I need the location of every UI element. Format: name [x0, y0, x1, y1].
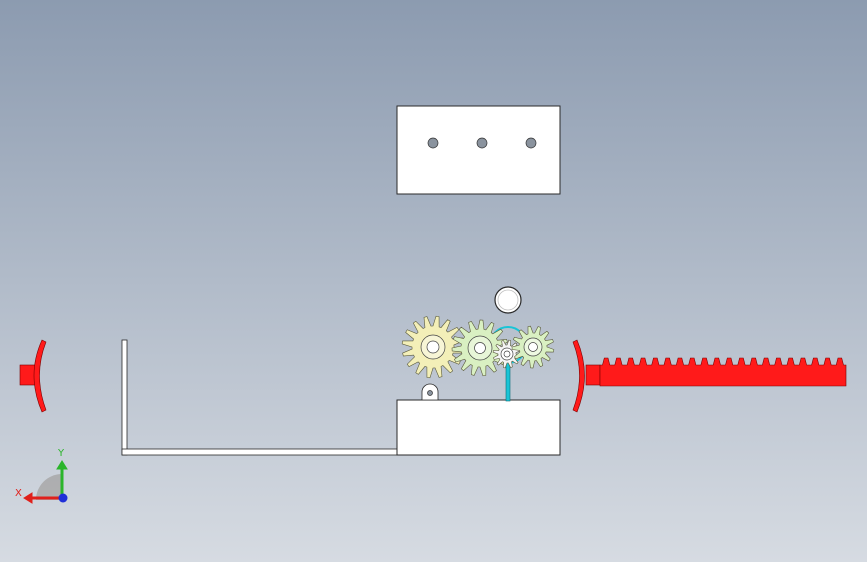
gear-bore: [503, 350, 511, 358]
top-mounting-plate[interactable]: [396, 105, 561, 195]
gear-rack[interactable]: [599, 357, 847, 387]
left-jaw-arc: [33, 339, 47, 413]
right-jaw-arc: [572, 339, 585, 413]
triad-x-label: X: [15, 488, 22, 499]
rack-teeth: [599, 357, 847, 387]
triad-z-axis: [58, 493, 68, 503]
pivot-lug[interactable]: [421, 383, 439, 401]
base-bracket[interactable]: [121, 339, 561, 456]
triad-y-label: Y: [57, 448, 65, 459]
left-jaw-stub: [19, 364, 36, 386]
gear-small-white[interactable]: [492, 339, 522, 369]
plate-hole: [525, 137, 537, 149]
coordinate-triad: X Y: [15, 448, 68, 504]
rack-end: [585, 364, 601, 386]
left-jaw[interactable]: [19, 339, 47, 413]
triad-y-arrowhead: [56, 460, 68, 470]
triad-x-arrowhead: [23, 492, 33, 504]
idler-roller[interactable]: [494, 286, 522, 314]
gear-large-yellow[interactable]: [401, 315, 465, 379]
base-block: [396, 399, 561, 456]
gear-large-green[interactable]: [451, 319, 509, 377]
right-jaw[interactable]: [572, 339, 601, 413]
gear-small-green[interactable]: [511, 325, 555, 369]
gear-bore: [426, 340, 440, 354]
plate-hole: [476, 137, 488, 149]
gear-bore: [528, 342, 538, 352]
bracket-upright: [121, 339, 128, 456]
bracket-floor: [121, 448, 399, 456]
gear-bore: [474, 342, 486, 354]
plate-hole: [427, 137, 439, 149]
idler-roller-inner: [497, 289, 519, 311]
triad-quadrant: [36, 474, 62, 500]
